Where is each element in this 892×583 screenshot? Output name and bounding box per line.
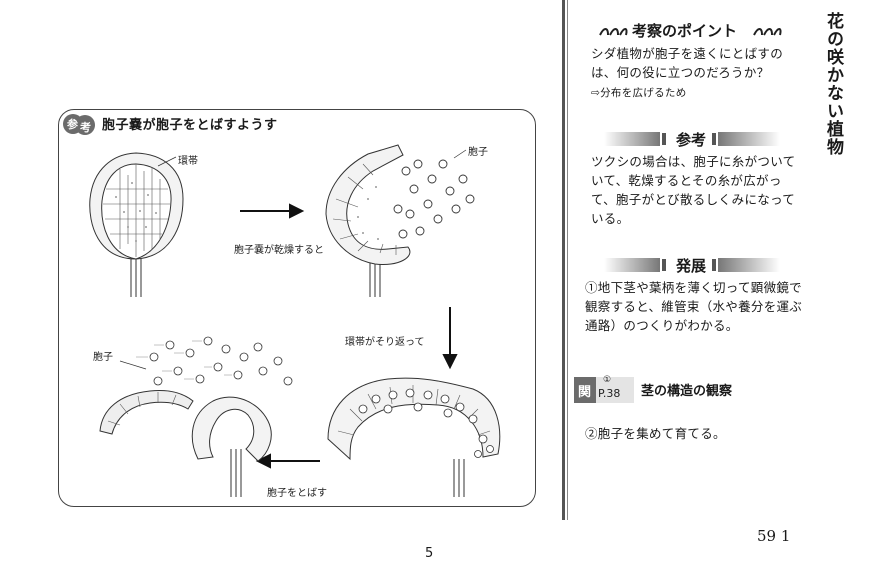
figure-title: 胞子嚢が胞子をとばすようす bbox=[102, 118, 278, 133]
stage4-motion-lines bbox=[136, 340, 232, 380]
label-annulus-curls: 環帯がそり返って bbox=[345, 337, 425, 348]
development-bar-left bbox=[604, 258, 666, 272]
point-question: シダ植物が胞子を遠くにとばすのは、何の役に立つのだろうか？ bbox=[591, 46, 784, 80]
arrow-left bbox=[255, 453, 320, 469]
development-item-1: ①地下茎や葉柄を薄く切って顕微鏡で観察すると、維管束（水や養分を運ぶ通路）のつく… bbox=[585, 280, 803, 333]
stage3-spores bbox=[358, 388, 494, 458]
sankou-badge: 参 考 bbox=[63, 114, 95, 135]
stage4-sporangium bbox=[99, 390, 272, 497]
related-link-title[interactable]: 茎の構造の観察 bbox=[641, 384, 733, 399]
stage2-spores bbox=[393, 159, 475, 239]
related-link-page[interactable]: P.38 bbox=[598, 387, 621, 400]
sporangium-illustration bbox=[89, 144, 501, 497]
label-spore-top: 胞子 bbox=[468, 147, 488, 158]
stage4-spores bbox=[149, 336, 293, 386]
stage1-sporangium bbox=[89, 152, 184, 297]
arrow-right bbox=[240, 203, 305, 219]
label-spore-left: 胞子 bbox=[93, 352, 113, 363]
stage2-sporangium bbox=[325, 144, 411, 297]
related-link-badge bbox=[574, 377, 634, 403]
development-bar-right bbox=[712, 258, 780, 272]
point-title: 考察のポイント bbox=[632, 22, 738, 40]
column-divider-thin bbox=[567, 0, 568, 520]
chapter-title-vertical: 花の咲かない植物 bbox=[823, 12, 843, 156]
column-divider bbox=[562, 0, 565, 520]
label-when-dry: 胞子嚢が乾燥すると bbox=[234, 245, 324, 256]
svg-text:参: 参 bbox=[67, 117, 79, 131]
development-title: 発展 bbox=[676, 257, 707, 275]
development-item-2: ②胞子を集めて育てる。 bbox=[585, 426, 726, 441]
arrow-down bbox=[442, 307, 458, 370]
label-release: 胞子をとばす bbox=[267, 488, 327, 499]
stage3-sporangium bbox=[327, 377, 501, 497]
reference-bar-left bbox=[604, 132, 666, 146]
scan-number: 5 bbox=[425, 546, 434, 561]
related-link-number: ① bbox=[603, 375, 612, 385]
reference-text: ツクシの場合は、胞子に糸がついていて、乾燥するとその糸が広がって、胞子がとび散る… bbox=[591, 154, 796, 226]
reference-bar-right bbox=[712, 132, 780, 146]
label-annulus: 環帯 bbox=[178, 156, 198, 167]
reference-title: 参考 bbox=[676, 131, 707, 149]
svg-text:考: 考 bbox=[80, 120, 91, 134]
leaf-ornament-left-icon bbox=[599, 28, 628, 36]
related-link-label: 関 bbox=[578, 385, 592, 400]
page-number: 59 1 bbox=[757, 527, 791, 545]
leaf-ornament-right-icon bbox=[753, 28, 782, 36]
point-answer: ⇨分布を広げるため bbox=[591, 87, 687, 99]
